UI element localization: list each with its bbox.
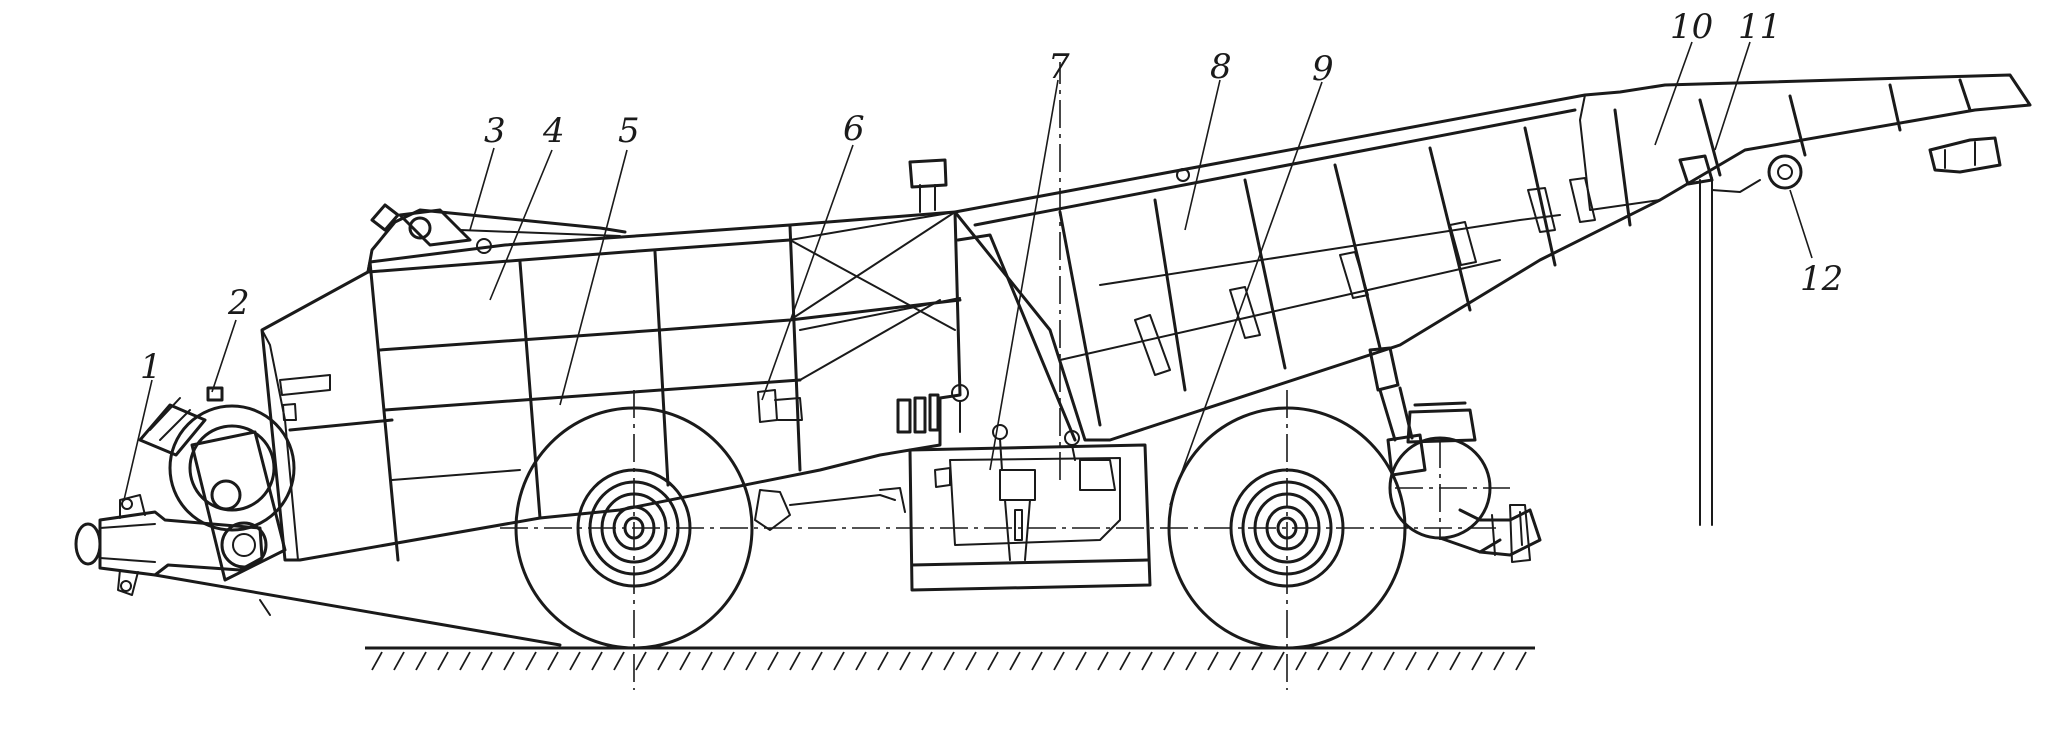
ground-hatch xyxy=(591,651,603,671)
ground-hatch xyxy=(965,651,977,671)
ground-hatch xyxy=(1515,651,1527,671)
ground-hatch xyxy=(767,651,779,671)
main-body xyxy=(260,210,962,562)
callout-8: 8 xyxy=(1210,47,1232,87)
ground-hatch xyxy=(723,651,735,671)
callout-5: 5 xyxy=(618,111,640,151)
ground-hatch xyxy=(811,651,823,671)
ground-hatch xyxy=(921,651,933,671)
callout-11: 11 xyxy=(1738,7,1781,47)
ground-hatch xyxy=(371,651,383,671)
conveyor-boom xyxy=(953,73,2032,526)
ground-hatch xyxy=(1295,651,1307,671)
ground-hatch xyxy=(855,651,867,671)
ground-hatch xyxy=(613,651,625,671)
ground-hatch xyxy=(503,651,515,671)
ground-hatch xyxy=(525,651,537,671)
ground-hatch xyxy=(1449,651,1461,671)
centerlines xyxy=(500,62,1510,690)
callout-4: 4 xyxy=(542,111,565,151)
ground-hatch xyxy=(679,651,691,671)
callout-labels: 1 2 3 4 5 6 7 8 9 10 11 12 xyxy=(140,7,1843,387)
ground-hatch xyxy=(1317,651,1329,671)
operator-controls xyxy=(754,158,1152,592)
ground-hatch xyxy=(987,651,999,671)
ground xyxy=(365,646,1535,671)
ground-hatch xyxy=(1141,651,1153,671)
ground-hatch xyxy=(657,651,669,671)
ground-hatch xyxy=(437,651,449,671)
hydraulic-support xyxy=(1368,346,1542,563)
ground-hatch xyxy=(635,651,647,671)
callout-3: 3 xyxy=(484,111,506,151)
ground-hatch xyxy=(547,651,559,671)
callout-7: 7 xyxy=(1048,47,1070,87)
ground-hatch xyxy=(1405,651,1417,671)
ground-hatch xyxy=(1229,651,1241,671)
ground-hatch xyxy=(1185,651,1197,671)
ground-hatch xyxy=(1493,651,1505,671)
ground-hatch xyxy=(701,651,713,671)
ground-hatch xyxy=(1097,651,1109,671)
ground-hatch xyxy=(1427,651,1439,671)
ground-hatch xyxy=(943,651,955,671)
ground-hatch xyxy=(833,651,845,671)
ground-hatch xyxy=(1273,651,1285,671)
callout-leaders xyxy=(123,41,1813,506)
ground-hatch xyxy=(415,651,427,671)
ground-hatch xyxy=(877,651,889,671)
front-wheel xyxy=(514,406,754,650)
ground-hatch xyxy=(459,651,471,671)
ground-hatch xyxy=(393,651,405,671)
top-pulley xyxy=(366,203,627,274)
callout-9: 9 xyxy=(1312,49,1334,89)
ground-hatch xyxy=(899,651,911,671)
ground-hatch xyxy=(1075,651,1087,671)
tow-hitch xyxy=(74,494,562,647)
ground-hatch xyxy=(1383,651,1395,671)
rear-wheel xyxy=(1167,406,1407,650)
ground-hatch xyxy=(1339,651,1351,671)
ground-hatch xyxy=(789,651,801,671)
ground-hatch xyxy=(745,651,757,671)
callout-12: 12 xyxy=(1800,259,1843,299)
callout-2: 2 xyxy=(227,283,250,323)
ground-hatch xyxy=(1053,651,1065,671)
ground-hatch xyxy=(1207,651,1219,671)
front-winch xyxy=(138,386,296,616)
ground-hatch xyxy=(481,651,493,671)
callout-6: 6 xyxy=(843,109,865,149)
ground-hatch xyxy=(1119,651,1131,671)
ground-hatch xyxy=(1471,651,1483,671)
ground-hatch xyxy=(569,651,581,671)
callout-10: 10 xyxy=(1670,7,1713,47)
ground-hatch xyxy=(1009,651,1021,671)
ground-hatch xyxy=(1031,651,1043,671)
ground-hatch xyxy=(1251,651,1263,671)
ground-hatch xyxy=(1361,651,1373,671)
callout-1: 1 xyxy=(140,347,162,387)
ground-hatch xyxy=(1163,651,1175,671)
